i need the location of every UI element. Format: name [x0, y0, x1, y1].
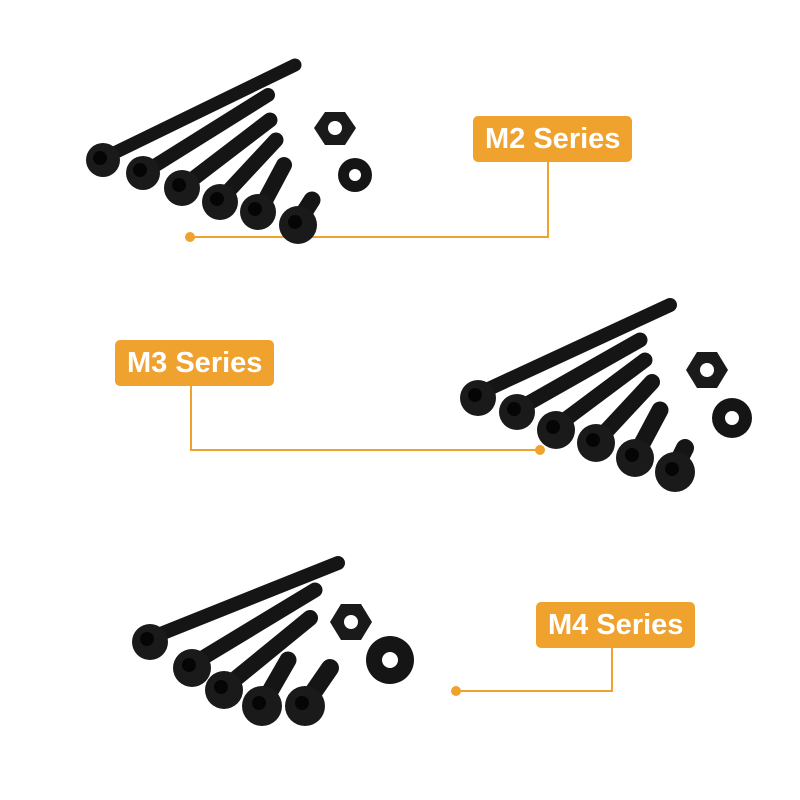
- m3-series-label: M3 Series: [115, 340, 275, 386]
- m4-series-label: M4 Series: [536, 602, 696, 648]
- m4-hardware-group: [132, 556, 414, 726]
- m2-screws: [86, 58, 321, 244]
- m3-hardware-group: [460, 298, 752, 492]
- callout-line-m3: [190, 386, 540, 451]
- callout-dot-m3: [535, 445, 545, 455]
- callout-line-m4: [456, 648, 613, 692]
- m2-series-label: M2 Series: [473, 116, 633, 162]
- m2-hardware-group: [86, 58, 372, 244]
- m4-screws: [132, 556, 345, 726]
- m3-screws: [460, 298, 695, 492]
- callout-dot-m4: [451, 686, 461, 696]
- callout-dot-m2: [185, 232, 195, 242]
